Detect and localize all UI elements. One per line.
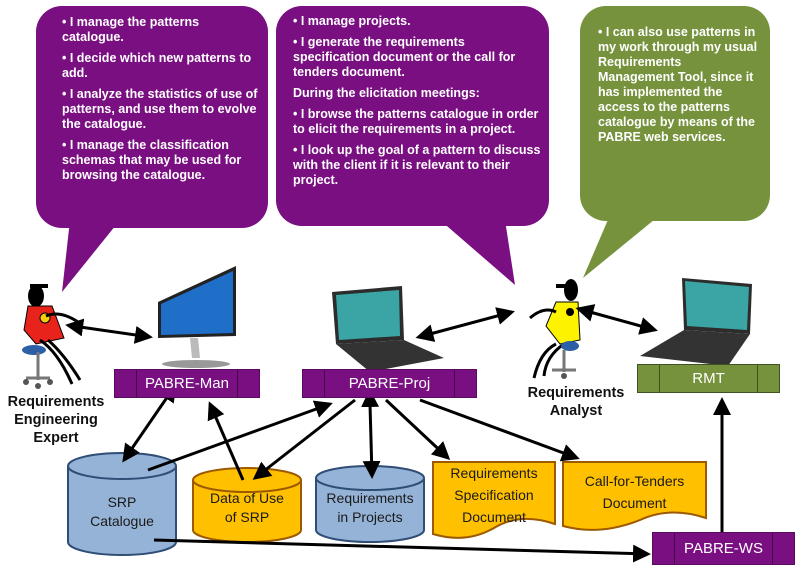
db-label-line: Data of Use	[210, 490, 284, 506]
speech-bubble-rmt: • I can also use patterns in my work thr…	[580, 6, 770, 221]
arrow-srp-proj	[147, 400, 333, 472]
arrow-proj-tenders	[419, 398, 580, 462]
analyst-figure-icon	[529, 279, 581, 379]
arrow-laptop-analyst	[415, 307, 515, 342]
speech-bubble-analyst: • I manage projects. • I generate the re…	[276, 6, 549, 226]
arrow-analyst-laptop	[575, 304, 658, 335]
arrow-man-srp	[122, 383, 177, 463]
doc-label-line: Specification	[454, 487, 534, 503]
arrow-proj-spec	[384, 398, 451, 461]
actor-label-line: Engineering	[14, 412, 98, 428]
bubble-item: • I generate the requirements specificat…	[293, 35, 516, 79]
document-call-for-tenders	[562, 461, 707, 531]
laptop-icon	[332, 286, 444, 372]
doc-label-line: Call-for-Tenders	[584, 473, 685, 489]
actor-label-analyst: Requirements Analyst	[520, 384, 632, 420]
db-label-line: of SRP	[224, 509, 270, 525]
bubble-item: • I decide which new patterns to add.	[62, 51, 252, 80]
db-label-usage: Data of Use of SRP	[193, 489, 301, 527]
db-label-line: in Projects	[337, 509, 403, 525]
component-label: PABRE-Proj	[348, 375, 431, 392]
arrow-proj-projects	[361, 389, 381, 479]
db-label-line: Requirements	[326, 490, 414, 506]
component-pabre-proj: PABRE-Proj	[302, 369, 477, 398]
bubble-tail-expert	[62, 220, 120, 292]
actor-label-expert: Requirements Engineering Expert	[0, 393, 112, 447]
doc-label-line: Document	[602, 495, 667, 511]
actor-label-line: Analyst	[549, 403, 603, 419]
speech-bubble-expert: • I manage the patterns catalogue. • I d…	[36, 6, 268, 228]
arrow-proj-usage	[252, 398, 356, 480]
db-label-projects: Requirements in Projects	[316, 489, 424, 527]
monitor-icon	[158, 266, 236, 368]
laptop-icon	[640, 278, 752, 366]
bubble-item: During the elicitation meetings:	[293, 86, 480, 100]
bubble-item: • I analyze the statistics of use of pat…	[62, 87, 258, 131]
bubble-item: • I can also use patterns in my work thr…	[598, 25, 758, 144]
component-label: PABRE-WS	[684, 540, 763, 557]
component-label: PABRE-Man	[145, 375, 229, 392]
expert-figure-icon	[22, 284, 82, 389]
db-label-srp: SRP Catalogue	[68, 493, 176, 531]
component-pabre-ws: PABRE-WS	[652, 532, 795, 565]
actor-label-line: Requirements	[527, 385, 625, 401]
bubble-item: • I manage projects.	[293, 14, 411, 28]
arrow-srp-ws	[153, 538, 651, 563]
db-label-line: Catalogue	[90, 513, 154, 529]
component-rmt: RMT	[637, 364, 780, 393]
db-label-line: SRP	[107, 494, 137, 510]
doc-label-tenders: Call-for-Tenders Document	[563, 470, 706, 514]
arrows	[65, 304, 731, 563]
database-data-of-use	[192, 467, 302, 543]
doc-label-spec: Requirements Specification Document	[433, 462, 555, 528]
bubble-item: • I manage the patterns catalogue.	[62, 15, 200, 44]
doc-label-line: Document	[462, 509, 526, 525]
bubble-item: • I look up the goal of a pattern to dis…	[293, 143, 541, 187]
doc-label-line: Requirements	[450, 465, 538, 481]
arrow-expert-monitor	[65, 318, 153, 344]
bubble-item: • I manage the classification schemas th…	[62, 138, 242, 182]
component-pabre-man: PABRE-Man	[114, 369, 260, 398]
actor-label-line: Requirements	[7, 394, 105, 410]
component-label: RMT	[692, 370, 725, 387]
document-requirements-specification	[432, 461, 556, 539]
actor-label-line: Expert	[33, 430, 79, 446]
bubble-tail-analyst	[440, 220, 515, 285]
bubble-item: • I browse the patterns catalogue in ord…	[293, 107, 539, 136]
bubble-tail-rmt	[583, 215, 660, 278]
